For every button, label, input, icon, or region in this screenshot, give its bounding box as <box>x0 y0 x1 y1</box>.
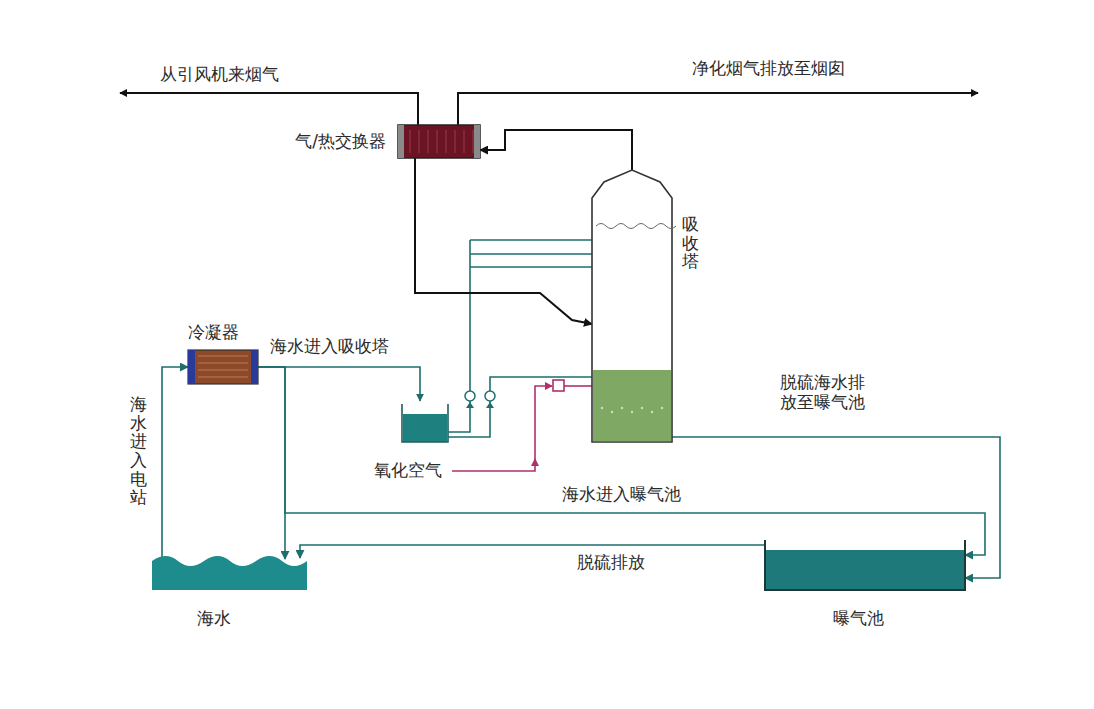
flue-gas-inlet-line <box>120 93 418 125</box>
demister <box>596 224 676 229</box>
edge-label: 海水进入电站 <box>128 395 149 507</box>
tower-liquid <box>593 370 671 441</box>
seawater-to-tank-pipe <box>258 367 420 401</box>
pipe-connector <box>300 545 765 558</box>
exchanger-plate <box>473 130 474 153</box>
aeration-pool: 曝气池 <box>765 540 965 590</box>
annotation-label: 氧化空气 <box>372 460 444 480</box>
oxidation-air-valve <box>553 380 564 391</box>
seawater: 海水 <box>152 553 307 590</box>
spray-line-1 <box>470 239 592 241</box>
condenser-shape <box>188 350 258 384</box>
clean-gas-outlet-line <box>458 93 978 125</box>
air-bubble <box>641 407 643 409</box>
pump-symbol <box>485 391 495 401</box>
condenser-body <box>188 350 258 384</box>
pipe-connector <box>162 367 188 559</box>
air-bubble <box>661 407 663 409</box>
exchanger-end <box>474 125 480 158</box>
exchanger-plate <box>428 130 429 153</box>
exchanger-plate <box>455 130 456 153</box>
condenser-end <box>251 350 258 384</box>
condenser-tube <box>198 356 248 357</box>
annotation-label: 净化烟气排放至烟囱 <box>690 58 847 78</box>
seawater-shape <box>152 553 307 590</box>
exchanger-plate <box>419 130 420 153</box>
exchanger-end <box>398 125 404 158</box>
annotation-label: 海水进入吸收塔 <box>268 336 391 356</box>
spray-line-2 <box>470 253 592 255</box>
spray-line-3 <box>470 266 592 268</box>
heat-exchanger: 气/热交换器 <box>398 125 480 158</box>
air-bubble <box>631 411 633 413</box>
exchanger-plate <box>464 130 465 153</box>
tank-wall <box>402 404 448 442</box>
condenser: 冷凝器 <box>188 350 258 384</box>
absorption-tower-shape <box>592 170 672 442</box>
pool-wall <box>765 540 965 590</box>
air-bubble <box>651 411 653 413</box>
pipe-connector <box>258 367 285 559</box>
node-label: 海水 <box>197 608 231 628</box>
pump-symbol <box>465 391 475 401</box>
edge-label: 脱硫海水排放至曝气池 <box>778 372 872 413</box>
pump-symbol <box>466 402 474 408</box>
oxidation-air-pipe <box>564 385 592 387</box>
air-arrow <box>531 458 539 466</box>
edge-label: 海水进入曝气池 <box>560 484 683 504</box>
recycle-pump-pipe <box>448 377 592 437</box>
pool-water <box>765 550 965 590</box>
oxidation-air-pipe <box>452 386 552 471</box>
node-label: 冷凝器 <box>188 322 239 342</box>
air-bubble <box>621 407 623 409</box>
node-label: 气/热交换器 <box>295 131 386 151</box>
condenser-tube <box>198 363 248 364</box>
air-bubble <box>611 411 613 413</box>
air-bubble <box>601 407 603 409</box>
pump-symbol <box>486 402 494 408</box>
exchanger-plate <box>410 130 411 153</box>
node-label: 吸收塔 <box>682 215 699 271</box>
tower-shell <box>592 170 672 442</box>
condenser-end <box>188 350 195 384</box>
absorption-tower: 吸收塔 <box>592 170 672 442</box>
edge-label: 脱硫排放 <box>575 552 647 572</box>
tank-water <box>403 414 447 442</box>
aeration-pool-shape <box>765 540 965 590</box>
spray-pump-pipe <box>448 240 470 432</box>
node-label: 曝气池 <box>833 608 884 628</box>
exchanger-plate <box>437 130 438 153</box>
condenser-tube <box>198 370 248 371</box>
pipe-connector <box>480 130 632 170</box>
pipe-connector <box>258 367 985 555</box>
sea-water <box>152 556 307 590</box>
annotation-label: 从引风机来烟气 <box>158 64 281 84</box>
exchanger-body <box>398 125 480 158</box>
heat-exchanger-shape <box>398 125 480 158</box>
condenser-tube <box>198 377 248 378</box>
pipe-connector <box>415 158 592 324</box>
exchanger-plate <box>446 130 447 153</box>
